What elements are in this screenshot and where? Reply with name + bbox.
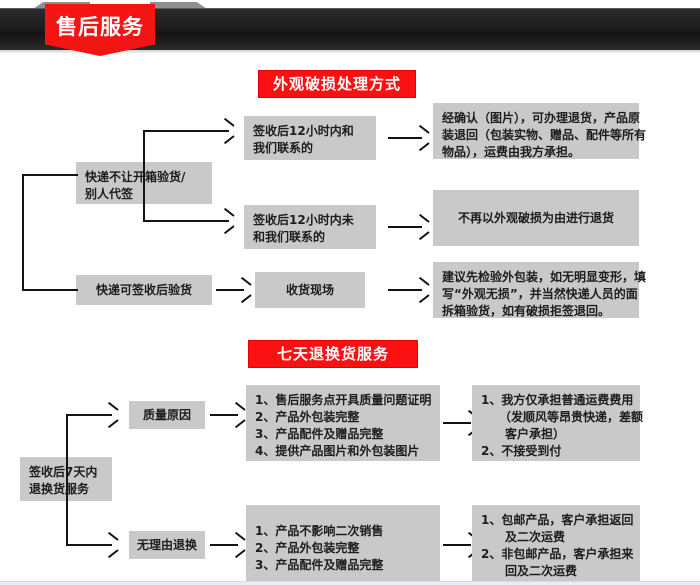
node-quality-reason: 质量原因	[129, 401, 205, 429]
node-no-reason-return: 无理由退换	[129, 531, 205, 559]
connector-branch-top-1	[143, 130, 229, 132]
node-delivery-site: 收货现场	[255, 272, 365, 308]
banner-wing-right-decoration	[150, 2, 210, 11]
result-return-shipping-responsibility: 1、包邮产品，客户承担返回 及二次运费 2、非包邮产品，客户承担来 回及二次运费	[472, 505, 640, 583]
connector-branch-vertical-1	[143, 130, 145, 222]
connector-left-bracket-vertical	[22, 174, 24, 290]
arrow-mid1-to-result1	[388, 131, 432, 145]
section-title-seven-day-return: 七天退换货服务	[248, 340, 418, 368]
connector-branch-bottom-2	[66, 544, 112, 546]
connector-branch-bottom-1	[143, 220, 229, 222]
arrow-head-branch-top-2	[102, 408, 118, 422]
arrow-source-b-to-delivery-site	[216, 283, 252, 297]
detail-no-reason-requirements: 1、产品不影响二次销售 2、产品外包装完整 3、产品配件及赠品完整	[246, 505, 440, 583]
header-ribbon: 售后服务	[45, 4, 155, 56]
arrow-head-branch-top-1	[218, 124, 234, 138]
arrow-head-branch-bottom-1	[218, 214, 234, 228]
arrow-detail1-to-result1	[443, 416, 479, 430]
connector-branch-top-2	[66, 414, 112, 416]
result-inspect-packaging-advice: 建议先检验外包装，如无明显变形，填 写“外观无损”，并当然快递人员的面 拆箱验货…	[433, 262, 646, 318]
node-no-contact-within-12h: 签收后12小时内未 和我们联系的	[244, 205, 376, 249]
banner-shadow-strip	[0, 50, 700, 54]
result-shipping-fee-policy: 1、我方仅承担普通运费费用 （发顺风等昂贵快递，差额 客户承担） 2、不接受到付	[472, 385, 643, 461]
arrow-mid2-to-result2	[388, 220, 432, 234]
connector-branch-vertical-2	[66, 414, 68, 546]
connector-left-bracket-top	[22, 174, 78, 176]
arrow-mid3-to-result3	[388, 283, 432, 297]
node-contact-within-12h: 签收后12小时内和 我们联系的	[244, 116, 376, 160]
detail-quality-requirements: 1、售后服务点开具质量问题证明 2、产品外包装完整 3、产品配件及赠品完整 4、…	[246, 385, 440, 461]
section-title-appearance-damage: 外观破损处理方式	[258, 70, 416, 98]
connector-left-bracket-bottom	[22, 289, 78, 291]
arrow-detail2-to-result2	[443, 538, 479, 552]
arrow-noreason-to-detail2	[210, 538, 246, 552]
footer-divider	[0, 581, 700, 585]
arrow-head-branch-bottom-2	[102, 538, 118, 552]
node-courier-allows-inspection: 快递可签收后验货	[76, 275, 212, 305]
result-no-return-for-appearance: 不再以外观破损为由进行退货	[433, 190, 639, 246]
result-confirmed-return-allowed: 经确认（图片），可办理退货，产品原 装退回（包装实物、赠品、配件等所有 物品），…	[433, 103, 646, 159]
arrow-quality-to-detail1	[210, 408, 246, 422]
page-title: 售后服务	[56, 15, 144, 39]
